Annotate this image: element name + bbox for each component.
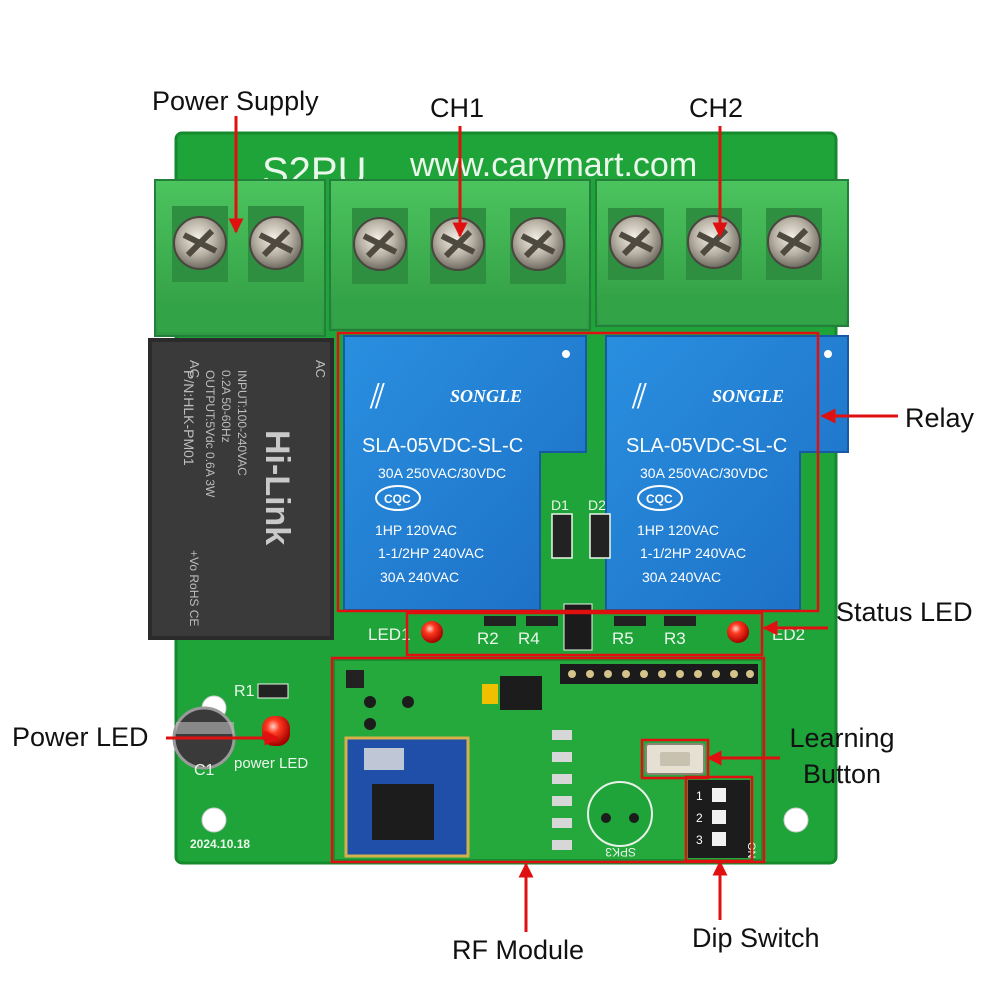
callout-power-supply: Power Supply	[152, 86, 319, 116]
relay-2: ⫽ SONGLE SLA-05VDC-SL-C 30A 250VAC/30VDC…	[605, 335, 849, 611]
power-module-brand: Hi-Link	[258, 430, 296, 545]
screw-terminal	[430, 208, 486, 284]
callout-ch2: CH2	[689, 93, 744, 123]
screw-terminal	[686, 208, 742, 280]
diode-d2: D2	[588, 497, 611, 559]
power-module-ac1: AC	[313, 360, 328, 378]
relay-1-rating2: 30A 240VAC	[380, 569, 459, 585]
relay-2-cert: CQC	[646, 492, 673, 506]
relay-2-model: SLA-05VDC-SL-C	[626, 435, 787, 457]
diode-d1-label: D1	[551, 497, 569, 513]
dip-switch-lever-2[interactable]	[712, 810, 726, 824]
callout-power-led: Power LED	[12, 722, 149, 752]
callout-learning-button: Learning Button	[782, 720, 902, 792]
relay-1-hp2: 1-1/2HP 240VAC	[378, 545, 484, 561]
callout-rf-module: RF Module	[452, 935, 585, 965]
screw-terminal	[766, 208, 822, 280]
relay-1-model: SLA-05VDC-SL-C	[362, 435, 523, 457]
relay-1-logo: ⫽	[369, 378, 385, 416]
power-module: Hi-Link INPUT:100-240VAC 0.2A 50-60Hz OU…	[148, 338, 334, 640]
silk-r5: R5	[612, 629, 634, 648]
relay-2-logo: ⫽	[631, 378, 647, 416]
silk-r1: R1	[234, 683, 255, 700]
dip-switch-lever-3[interactable]	[712, 832, 726, 846]
callout-learning-button-line2: Button	[802, 759, 882, 789]
relay-1-rating1: 30A 250VAC/30VDC	[378, 465, 506, 481]
silk-r2: R2	[477, 629, 499, 648]
led2-indicator	[727, 621, 749, 643]
board-website-text: www.carymart.com	[409, 146, 697, 184]
callout-dip-switch: Dip Switch	[692, 923, 820, 953]
callout-learning-button-line1: Learning	[789, 723, 895, 753]
relay-2-rating2: 30A 240VAC	[642, 569, 721, 585]
screw-terminal	[352, 208, 408, 284]
power-module-output: OUTPUT:5Vdc 0.6A 3W	[203, 370, 217, 498]
power-module-ac2: AC	[187, 360, 202, 378]
relay-2-rating1: 30A 250VAC/30VDC	[640, 465, 768, 481]
relay-1: ⫽ SONGLE SLA-05VDC-SL-C 30A 250VAC/30VDC…	[343, 335, 587, 611]
relay-2-brand: SONGLE	[712, 386, 784, 406]
silk-spk: SPK3	[605, 845, 636, 859]
relay-2-hp2: 1-1/2HP 240VAC	[640, 545, 746, 561]
led1-indicator	[421, 621, 443, 643]
callout-relay: Relay	[905, 403, 975, 433]
callout-status-led: Status LED	[836, 597, 973, 627]
power-module-input2: 0.2A 50-60Hz	[219, 370, 233, 443]
relay-highlight-box	[336, 331, 820, 613]
relay-1-brand: SONGLE	[450, 386, 522, 406]
power-led-indicator	[262, 716, 290, 746]
screw-terminal	[608, 208, 664, 280]
power-module-input: INPUT:100-240VAC	[235, 370, 249, 476]
speaker-pad	[587, 781, 653, 847]
silk-r4: R4	[518, 629, 540, 648]
silk-dip-2: 2	[696, 811, 703, 825]
relay-2-hp1: 1HP 120VAC	[637, 522, 719, 538]
pin-header	[560, 664, 758, 684]
power-module-marks: +Vo RoHS CE	[187, 550, 201, 626]
silk-power-led: power LED	[234, 755, 308, 772]
relay-1-cert: CQC	[384, 492, 411, 506]
silk-dip-1: 1	[696, 789, 703, 803]
power-module-part: P/N:HLK-PM01	[181, 370, 197, 466]
learning-button[interactable]	[645, 743, 705, 775]
dip-switch-lever-1[interactable]	[712, 788, 726, 802]
callout-ch1: CH1	[430, 93, 485, 123]
dip-switch[interactable]: 1 2 3 ON	[688, 780, 757, 859]
date-code-text: 2024.10.18	[190, 837, 250, 851]
status-led-highlight-box	[405, 611, 764, 657]
rf-chip	[344, 736, 470, 858]
diode-d2-label: D2	[588, 497, 606, 513]
silk-c1: C1	[194, 762, 215, 779]
silk-led1: LED1	[368, 625, 411, 644]
silk-r3: R3	[664, 629, 686, 648]
diode-d1: D1	[551, 497, 573, 559]
silk-led2: ED2	[772, 625, 805, 644]
rf-module: SPK3 1 2 3 ON	[333, 659, 763, 861]
screw-terminal	[510, 208, 566, 284]
silk-dip-3: 3	[696, 833, 703, 847]
screw-terminal	[248, 206, 304, 282]
rf-module-highlight-box	[330, 656, 766, 864]
relay-1-hp1: 1HP 120VAC	[375, 522, 457, 538]
screw-terminal	[172, 206, 228, 282]
mounting-hole	[783, 807, 809, 833]
mounting-hole	[201, 807, 227, 833]
